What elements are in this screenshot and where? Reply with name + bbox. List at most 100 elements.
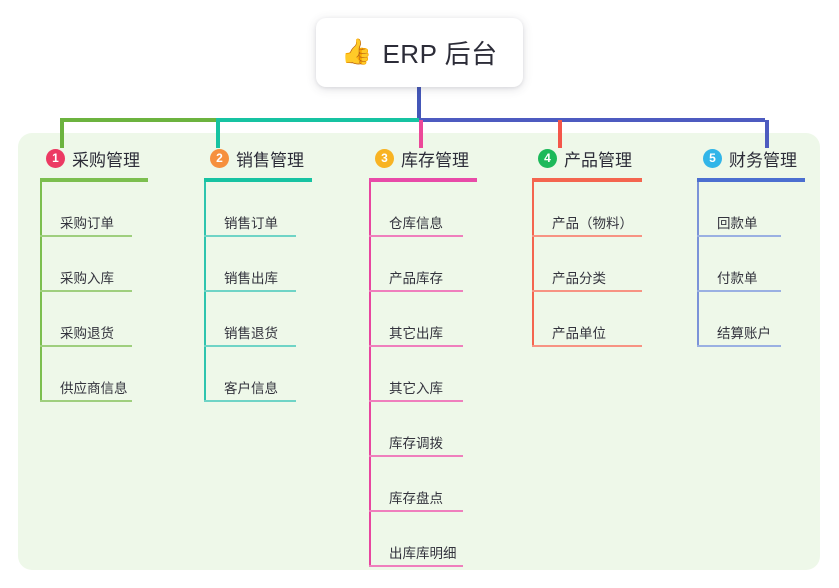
connector-segment-trunk-finance	[419, 118, 765, 122]
leaf-rule	[369, 400, 463, 402]
column-header-5[interactable]: 5 财务管理	[697, 145, 805, 171]
leaf-item[interactable]: 库存盘点	[369, 457, 477, 512]
column-items-4: 产品（物料） 产品分类产品单位	[532, 182, 642, 347]
leaf-rule	[369, 510, 463, 512]
leaf-rule	[697, 290, 781, 292]
leaf-rule	[40, 235, 132, 237]
leaf-rule	[369, 235, 463, 237]
leaf-rule	[204, 235, 296, 237]
leaf-item[interactable]: 采购退货	[40, 292, 148, 347]
leaf-label: 客户信息	[224, 381, 278, 396]
leaf-item[interactable]: 产品库存	[369, 237, 477, 292]
column-title-2: 销售管理	[236, 150, 304, 170]
leaf-item[interactable]: 销售出库	[204, 237, 312, 292]
stub-connector-1	[60, 120, 64, 148]
leaf-label: 回款单	[717, 216, 758, 231]
stub-connector-4	[558, 120, 562, 148]
leaf-item[interactable]: 供应商信息	[40, 347, 148, 402]
thumbs-up-icon: 👍	[341, 38, 373, 66]
stub-connector-5	[765, 120, 769, 148]
column-5: 5 财务管理回款单付款单结算账户	[697, 145, 805, 347]
column-items-5: 回款单付款单结算账户	[697, 182, 805, 347]
column-rule-2	[204, 178, 312, 182]
leaf-item[interactable]: 仓库信息	[369, 182, 477, 237]
leaf-rule	[697, 235, 781, 237]
column-header-4[interactable]: 4 产品管理	[532, 145, 642, 171]
column-badge-4: 4	[538, 148, 557, 168]
column-items-1: 采购订单采购入库采购退货供应商信息	[40, 182, 148, 402]
column-spine-4	[532, 182, 534, 347]
leaf-label: 库存盘点	[389, 491, 443, 506]
leaf-item[interactable]: 采购入库	[40, 237, 148, 292]
leaf-label: 供应商信息	[60, 381, 128, 396]
leaf-label: 销售出库	[224, 271, 278, 286]
column-badge-5: 5	[703, 148, 722, 168]
column-rule-4	[532, 178, 642, 182]
column-header-2[interactable]: 2 销售管理	[204, 145, 312, 171]
leaf-item[interactable]: 销售退货	[204, 292, 312, 347]
leaf-label: 产品（物料）	[552, 216, 633, 231]
leaf-label: 销售订单	[224, 216, 278, 231]
leaf-rule	[369, 290, 463, 292]
column-items-3: 仓库信息产品库存其它出库其它入库库存调拨库存盘点出库库明细	[369, 182, 477, 567]
leaf-rule	[40, 290, 132, 292]
column-title-3: 库存管理	[401, 150, 469, 170]
leaf-label: 产品分类	[552, 271, 606, 286]
column-header-3[interactable]: 3 库存管理	[369, 145, 477, 171]
leaf-label: 库存调拨	[389, 436, 443, 451]
leaf-item[interactable]: 库存调拨	[369, 402, 477, 457]
leaf-label: 出库库明细	[389, 546, 457, 561]
column-4: 4 产品管理产品（物料） 产品分类产品单位	[532, 145, 642, 347]
leaf-label: 产品单位	[552, 326, 606, 341]
leaf-label: 销售退货	[224, 326, 278, 341]
leaf-label: 采购订单	[60, 216, 114, 231]
leaf-rule	[369, 455, 463, 457]
column-3: 3 库存管理仓库信息产品库存其它出库其它入库库存调拨库存盘点出库库明细	[369, 145, 477, 567]
column-spine-3	[369, 182, 371, 567]
column-title-1: 采购管理	[72, 150, 140, 170]
leaf-rule	[532, 290, 642, 292]
leaf-item[interactable]: 其它出库	[369, 292, 477, 347]
leaf-label: 仓库信息	[389, 216, 443, 231]
column-spine-1	[40, 182, 42, 402]
column-rule-1	[40, 178, 148, 182]
leaf-item[interactable]: 出库库明细	[369, 512, 477, 567]
leaf-item[interactable]: 销售订单	[204, 182, 312, 237]
leaf-label: 产品库存	[389, 271, 443, 286]
column-title-5: 财务管理	[729, 150, 797, 170]
leaf-item[interactable]: 结算账户	[697, 292, 805, 347]
leaf-label: 其它入库	[389, 381, 443, 396]
leaf-item[interactable]: 其它入库	[369, 347, 477, 402]
column-badge-2: 2	[210, 148, 229, 168]
column-spine-2	[204, 182, 206, 402]
diagram-panel	[18, 133, 820, 570]
leaf-item[interactable]: 回款单	[697, 182, 805, 237]
column-spine-5	[697, 182, 699, 347]
leaf-rule	[369, 345, 463, 347]
leaf-rule	[40, 400, 132, 402]
leaf-label: 付款单	[717, 271, 758, 286]
leaf-item[interactable]: 产品（物料）	[532, 182, 642, 237]
connector-segment-sales-trunk	[216, 118, 419, 122]
leaf-rule	[204, 345, 296, 347]
leaf-item[interactable]: 采购订单	[40, 182, 148, 237]
leaf-item[interactable]: 客户信息	[204, 347, 312, 402]
leaf-label: 采购入库	[60, 271, 114, 286]
column-items-2: 销售订单销售出库销售退货客户信息	[204, 182, 312, 402]
leaf-rule	[204, 400, 296, 402]
leaf-rule	[369, 565, 463, 567]
leaf-label: 其它出库	[389, 326, 443, 341]
leaf-label: 采购退货	[60, 326, 114, 341]
column-badge-3: 3	[375, 148, 394, 168]
column-title-4: 产品管理	[564, 150, 632, 170]
leaf-rule	[204, 290, 296, 292]
column-rule-3	[369, 178, 477, 182]
leaf-rule	[532, 345, 642, 347]
root-node-card[interactable]: 👍 ERP 后台	[316, 18, 523, 87]
leaf-item[interactable]: 付款单	[697, 237, 805, 292]
leaf-item[interactable]: 产品分类	[532, 237, 642, 292]
leaf-rule	[697, 345, 781, 347]
leaf-item[interactable]: 产品单位	[532, 292, 642, 347]
